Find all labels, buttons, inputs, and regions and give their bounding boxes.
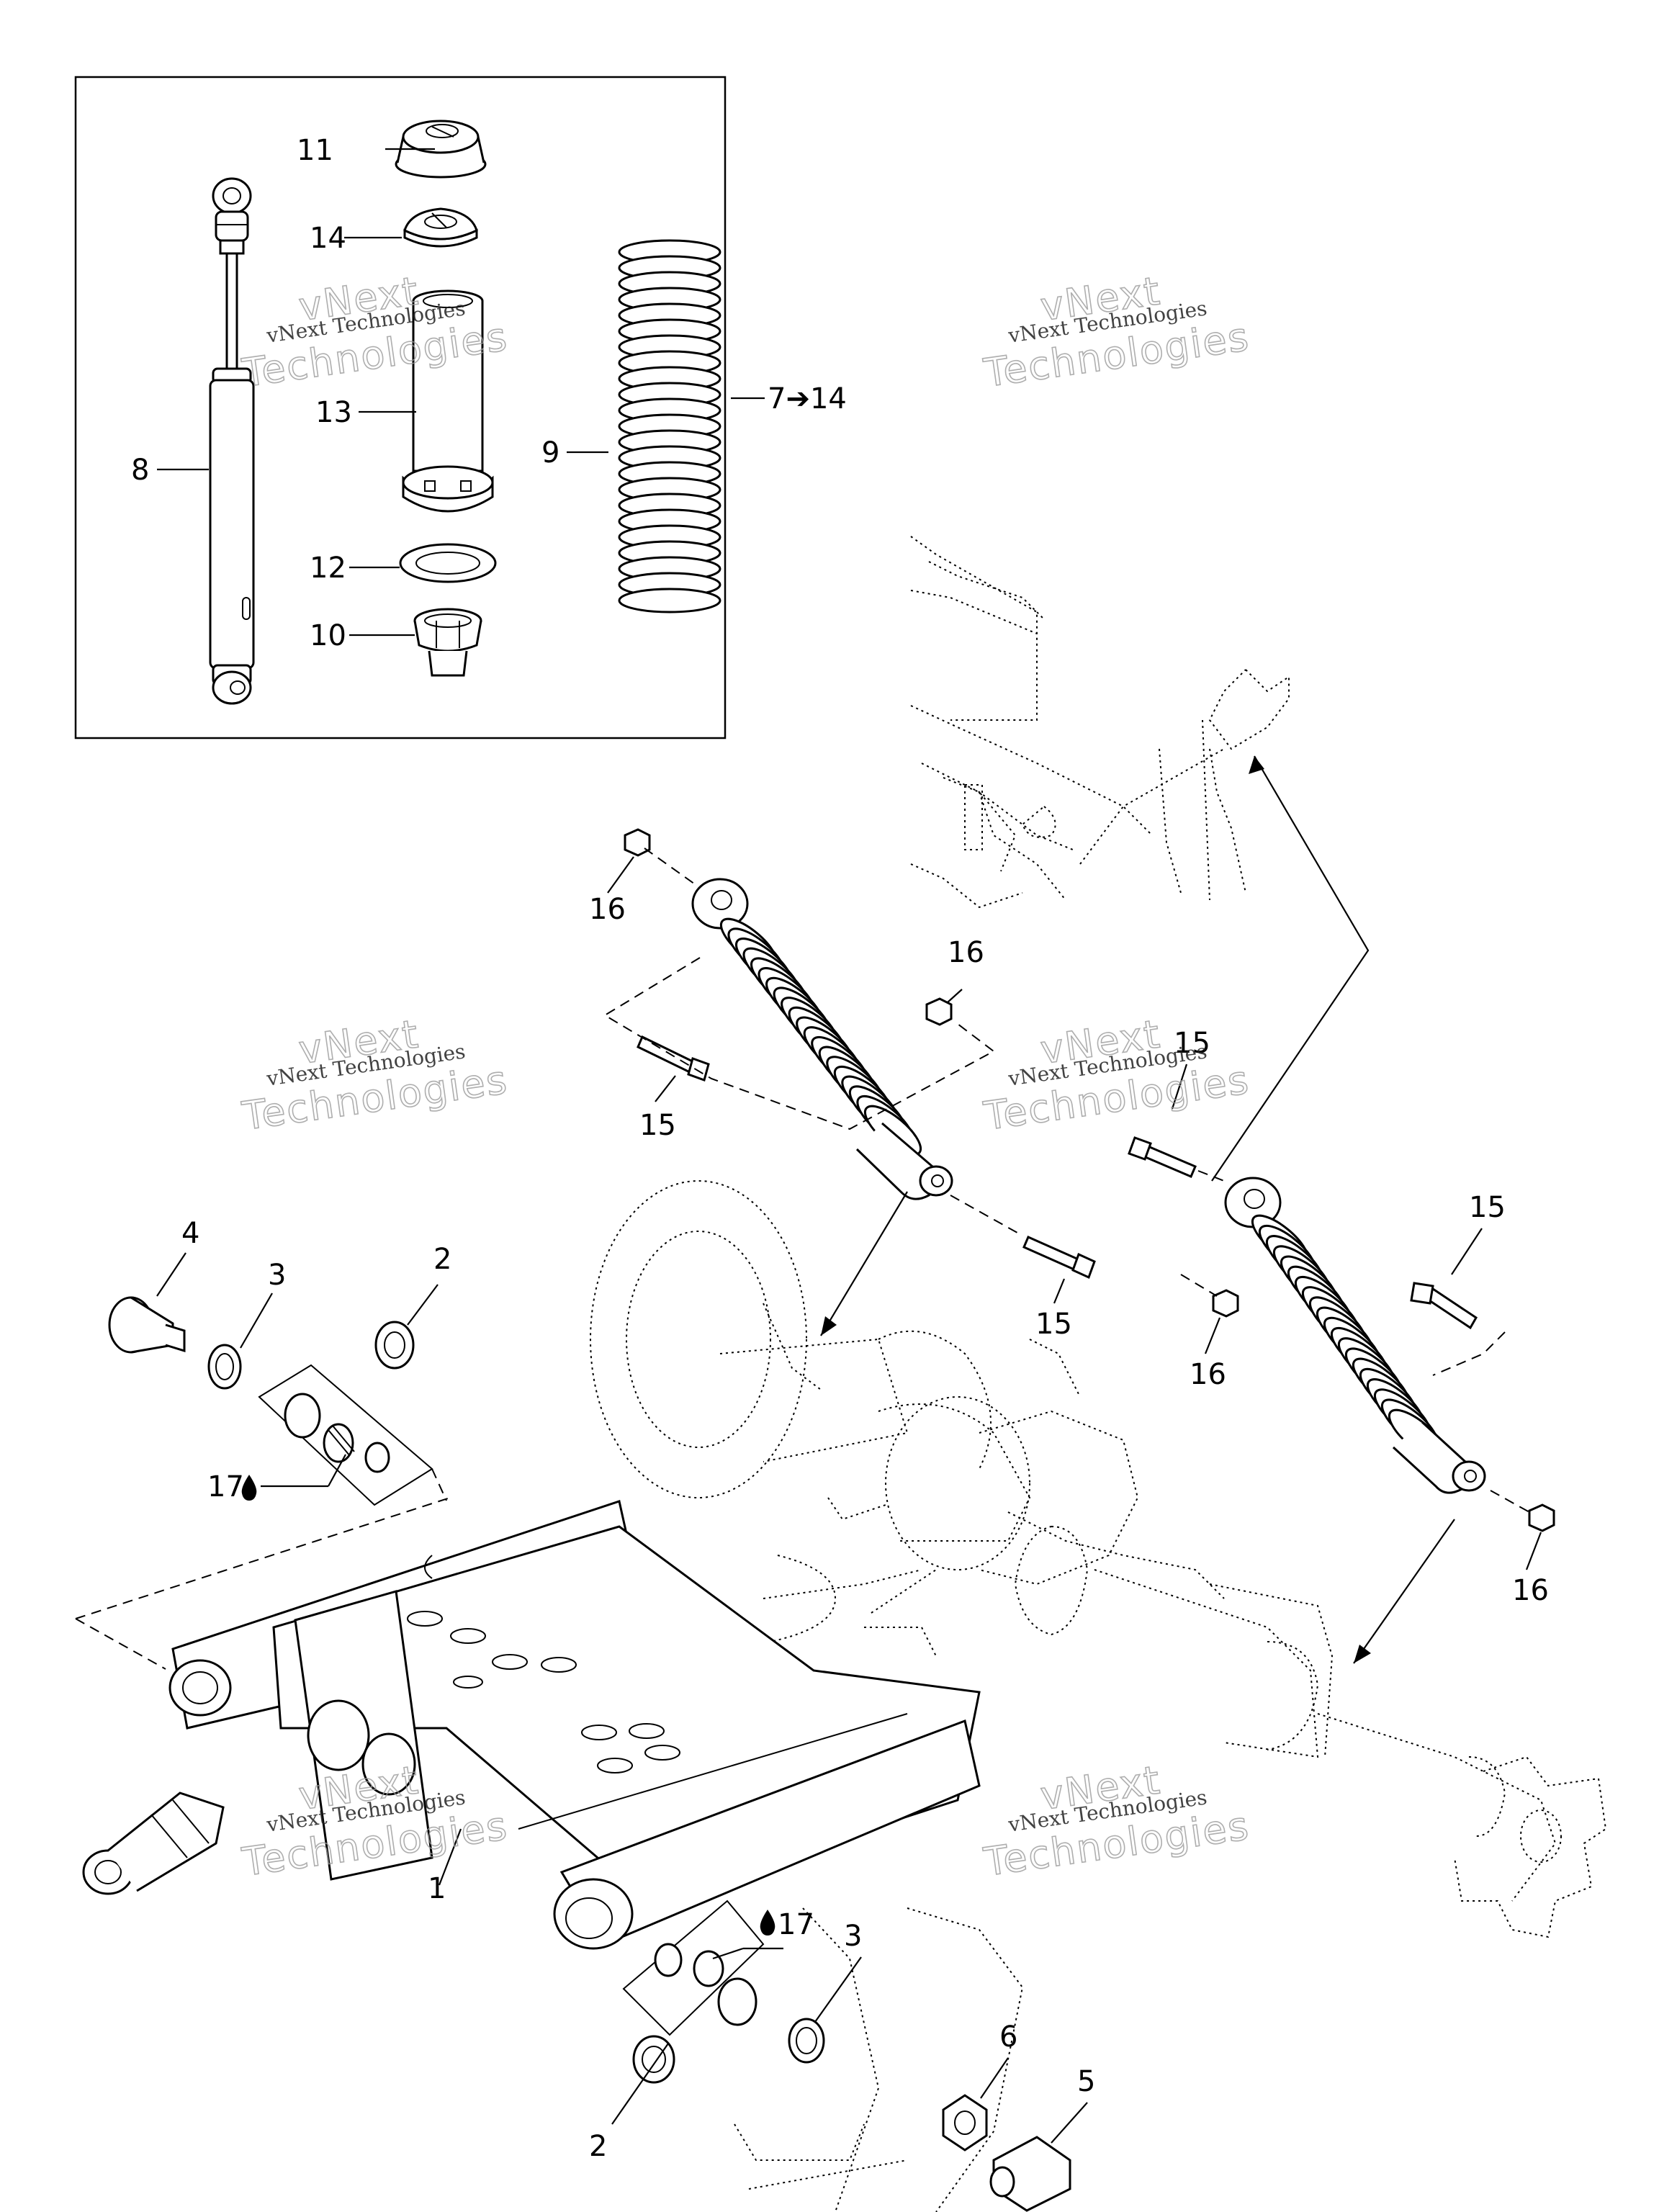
coil-turn — [618, 588, 721, 613]
callout-16-right: 16 — [1190, 1358, 1226, 1391]
watermark: vNext vNext Technologies Technologies — [238, 1010, 511, 1139]
callout-17-left: 17 — [207, 1470, 244, 1503]
coil-spring-part-9 — [618, 239, 721, 613]
callout-10: 10 — [310, 619, 346, 652]
rear-axle-assembly — [590, 1180, 1607, 1938]
nut-part-16-right — [1212, 1289, 1239, 1318]
callout-3-right: 3 — [844, 1920, 862, 1953]
callout-16-far-right: 16 — [1512, 1574, 1549, 1607]
nut-part-16-mid — [925, 997, 953, 1026]
watermark: vNext vNext Technologies Technologies — [238, 1756, 511, 1885]
bolt-part-15-upper-right — [1128, 1136, 1197, 1178]
watermark: vNext vNext Technologies Technologies — [980, 1010, 1253, 1139]
spring-seat-part-11 — [395, 120, 487, 179]
callout-7-to-14: 7➔14 — [768, 382, 847, 415]
seal-part-3-right — [788, 2018, 825, 2064]
oil-drop-icon — [241, 1475, 257, 1501]
bushing-set-left — [258, 1364, 433, 1506]
nut-part-16-upper-left — [624, 828, 651, 857]
washer-part-12 — [399, 543, 497, 583]
lower-spring-seat-part-10 — [413, 608, 482, 677]
callout-3-left: 3 — [268, 1259, 286, 1292]
seal-part-3-left — [207, 1344, 242, 1390]
callout-2-right: 2 — [589, 2130, 607, 2163]
frame-arrowhead — [1249, 756, 1264, 774]
callout-6: 6 — [999, 2020, 1017, 2054]
pivot-pin-part-5 — [989, 2136, 1071, 2212]
vehicle-frame-outline — [910, 536, 1290, 909]
callout-5: 5 — [1077, 2065, 1095, 2098]
watermark: vNext vNext Technologies Technologies — [980, 1756, 1253, 1885]
callout-2-left: 2 — [433, 1243, 451, 1276]
bolt-part-15-left — [637, 1035, 710, 1082]
bearing-part-2-right — [632, 2035, 675, 2084]
bearing-part-2-left — [374, 1321, 415, 1370]
shock-absorber-left — [691, 878, 953, 1200]
callout-13: 13 — [315, 396, 352, 429]
nut-part-6 — [942, 2094, 988, 2152]
swing-arm-part-1 — [168, 1500, 981, 1950]
callout-12: 12 — [310, 552, 346, 585]
drive-yoke — [82, 1791, 225, 1895]
bump-stop-sleeve-part-13 — [402, 289, 494, 513]
callout-1: 1 — [428, 1872, 446, 1905]
callout-17-right: 17 — [778, 1908, 814, 1941]
shock-absorber-right — [1224, 1177, 1486, 1494]
pivot-pin-part-4 — [108, 1296, 186, 1354]
callout-14: 14 — [310, 222, 346, 255]
watermark: vNext vNext Technologies Technologies — [980, 267, 1253, 396]
nut-part-16-far-right — [1528, 1503, 1555, 1532]
callout-11: 11 — [297, 134, 333, 167]
inset-box — [74, 76, 727, 739]
bolt-part-15-right-lower — [1022, 1236, 1096, 1280]
callout-9: 9 — [541, 436, 559, 469]
callout-16-mid: 16 — [948, 936, 984, 969]
bushing-set-right — [622, 1899, 765, 2036]
callout-8: 8 — [131, 454, 149, 487]
callout-4: 4 — [181, 1217, 199, 1250]
callout-15-lower: 15 — [1035, 1308, 1072, 1341]
frame-arrow-line — [1211, 755, 1370, 1182]
callout-15-upper-right: 15 — [1174, 1027, 1210, 1060]
shock-absorber-part-8 — [209, 177, 255, 705]
callout-15-far-right: 15 — [1469, 1191, 1506, 1224]
bolt-part-15-far-right — [1410, 1282, 1478, 1330]
callout-15-left: 15 — [639, 1109, 676, 1142]
oil-drop-icon — [760, 1910, 775, 1936]
retainer-clip-part-14 — [403, 207, 478, 248]
callout-16-upper-left: 16 — [589, 893, 626, 926]
